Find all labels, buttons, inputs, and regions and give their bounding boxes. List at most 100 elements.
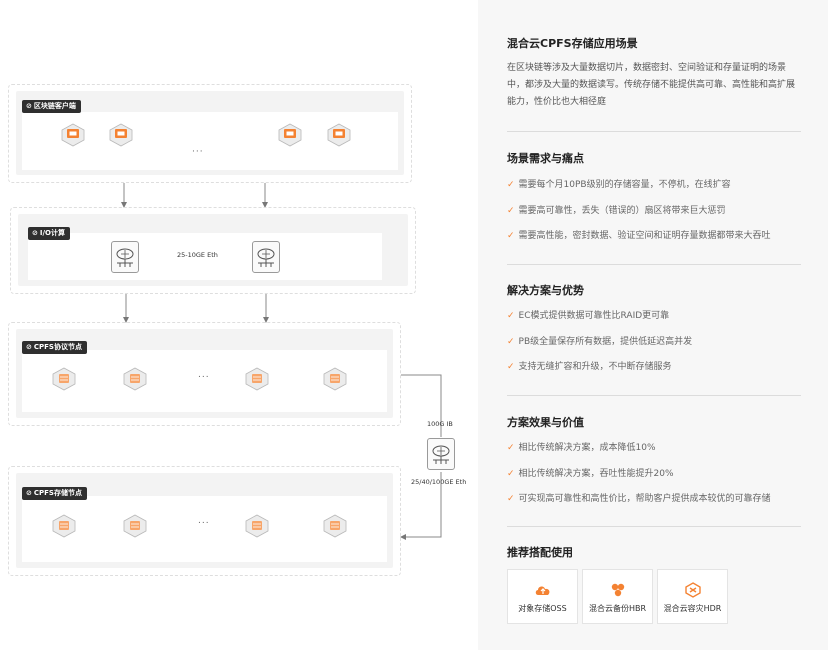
section-pain-points: 场景需求与痛点 bbox=[507, 150, 801, 166]
layer-tag-cpfs-storage: ⊘CPFS存储节点 bbox=[22, 487, 87, 500]
link-label-eth-25-40-100: 25/40/100GE Eth bbox=[411, 478, 467, 486]
list-item: ✓EC模式提供数据可靠性比RAID更可靠 bbox=[507, 308, 669, 321]
list-item-text: EC模式提供数据可靠性比RAID更可靠 bbox=[518, 311, 670, 321]
io-router-node bbox=[111, 241, 139, 273]
layer-cpfs-protocol bbox=[8, 322, 401, 426]
storage-cube-icon bbox=[323, 514, 347, 538]
layer-io-compute bbox=[10, 207, 416, 294]
server-cube-icon bbox=[323, 367, 347, 391]
list-item: ✓PB级全量保存所有数据，提供低延迟高并发 bbox=[507, 334, 692, 347]
list-item-text: 需要每个月10PB级别的存储容量，不停机，在线扩容 bbox=[518, 180, 731, 190]
list-item: ✓需要高性能，密封数据、验证空间和证明存量数据都带来大吞吐 bbox=[507, 228, 771, 241]
list-item: ✓需要每个月10PB级别的存储容量，不停机，在线扩容 bbox=[507, 177, 731, 190]
client-cube-icon bbox=[327, 123, 351, 147]
layer-tag-cpfs-protocol: ⊘CPFS协议节点 bbox=[22, 341, 87, 354]
protocol-node bbox=[51, 366, 77, 392]
list-item: ✓支持无缝扩容和升级，不中断存储服务 bbox=[507, 359, 672, 372]
layer-tag-io-compute: ⊘I/O计算 bbox=[28, 227, 70, 240]
storage-cube-icon bbox=[52, 514, 76, 538]
list-item-text: 可实现高可靠性和高性价比，帮助客户提供成本较优的可靠存储 bbox=[518, 494, 771, 504]
product-card-label: 混合云容灾HDR bbox=[663, 604, 722, 613]
link-icon: ⊘ bbox=[26, 343, 32, 351]
layer-tag-label: CPFS协议节点 bbox=[33, 343, 82, 351]
server-cube-icon bbox=[245, 367, 269, 391]
product-card-hbr[interactable]: 混合云备份HBR bbox=[582, 569, 653, 624]
connection-lines bbox=[121, 183, 442, 540]
check-icon: ✓ bbox=[507, 362, 515, 372]
link-label-eth-25-10: 25-10GE Eth bbox=[177, 251, 218, 259]
section-solution: 解决方案与优势 bbox=[507, 282, 801, 298]
check-icon: ✓ bbox=[507, 231, 515, 241]
disaster-recovery-icon bbox=[685, 582, 701, 598]
client-cube-icon bbox=[61, 123, 85, 147]
client-ellipsis: ··· bbox=[192, 147, 204, 157]
divider bbox=[507, 395, 801, 396]
panel-title: 混合云CPFS存储应用场景 bbox=[507, 35, 801, 51]
link-label-ib-100: 100G IB bbox=[427, 420, 453, 428]
list-item-text: PB级全量保存所有数据，提供低延迟高并发 bbox=[518, 337, 693, 347]
client-node bbox=[326, 122, 352, 148]
scenario-panel: 混合云CPFS存储应用场景 在区块链等涉及大量数据切片，数据密封、空间验证和存量… bbox=[478, 0, 828, 650]
storage-node bbox=[51, 513, 77, 539]
storage-node bbox=[322, 513, 348, 539]
list-item-text: 支持无缝扩容和升级，不中断存储服务 bbox=[518, 362, 672, 372]
section-recommend: 推荐搭配使用 bbox=[507, 544, 801, 560]
check-icon: ✓ bbox=[507, 443, 515, 453]
router-icon bbox=[257, 248, 275, 267]
divider bbox=[507, 131, 801, 132]
router-icon bbox=[432, 445, 450, 464]
protocol-node bbox=[322, 366, 348, 392]
layer-tag-label: CPFS存储节点 bbox=[33, 489, 82, 497]
list-item-text: 相比传统解决方案，成本降低10% bbox=[518, 443, 656, 453]
cloud-icon bbox=[535, 586, 550, 595]
list-item: ✓相比传统解决方案，成本降低10% bbox=[507, 440, 656, 453]
check-icon: ✓ bbox=[507, 180, 515, 190]
list-item-text: 相比传统解决方案，吞吐性能提升20% bbox=[518, 469, 674, 479]
client-node bbox=[60, 122, 86, 148]
section-title: 场景需求与痛点 bbox=[507, 152, 584, 165]
backup-icon bbox=[611, 583, 625, 597]
section-value: 方案效果与价值 bbox=[507, 414, 801, 430]
storage-cube-icon bbox=[123, 514, 147, 538]
io-router-node bbox=[252, 241, 280, 273]
architecture-diagram: ⊘区块链客户端 ··· ⊘I/O计算 25-10GE Eth ⊘CPFS协议节点… bbox=[8, 84, 467, 576]
layer-tag-label: 区块链客户端 bbox=[33, 102, 76, 110]
list-item: ✓相比传统解决方案，吞吐性能提升20% bbox=[507, 466, 674, 479]
link-icon: ⊘ bbox=[26, 489, 32, 497]
product-card-label: 混合云备份HBR bbox=[588, 604, 647, 613]
list-item-text: 需要高可靠性，丢失（错误的）扇区将带来巨大惩罚 bbox=[518, 206, 726, 216]
section-title: 解决方案与优势 bbox=[507, 284, 584, 297]
check-icon: ✓ bbox=[507, 337, 515, 347]
layer-tag-blockchain-client: ⊘区块链客户端 bbox=[22, 100, 81, 113]
client-node bbox=[277, 122, 303, 148]
list-item: ✓可实现高可靠性和高性价比，帮助客户提供成本较优的可靠存储 bbox=[507, 491, 771, 504]
scenario-title: 混合云CPFS存储应用场景 bbox=[507, 37, 638, 50]
router-icon bbox=[116, 248, 134, 267]
layer-io-compute-body bbox=[28, 233, 382, 280]
layer-cpfs-storage bbox=[8, 466, 401, 576]
list-item: ✓需要高可靠性，丢失（错误的）扇区将带来巨大惩罚 bbox=[507, 203, 726, 216]
storage-node bbox=[244, 513, 270, 539]
storage-ellipsis: ... bbox=[198, 516, 210, 526]
protocol-ellipsis: ... bbox=[198, 370, 210, 380]
section-title: 方案效果与价值 bbox=[507, 416, 584, 429]
protocol-node bbox=[244, 366, 270, 392]
product-card-hdr[interactable]: 混合云容灾HDR bbox=[657, 569, 728, 624]
protocol-node bbox=[122, 366, 148, 392]
link-icon: ⊘ bbox=[32, 229, 38, 237]
check-icon: ✓ bbox=[507, 494, 515, 504]
check-icon: ✓ bbox=[507, 311, 515, 321]
layer-tag-label: I/O计算 bbox=[39, 229, 65, 237]
check-icon: ✓ bbox=[507, 206, 515, 216]
ib-switch-node bbox=[427, 438, 455, 470]
divider bbox=[507, 264, 801, 265]
server-cube-icon bbox=[123, 367, 147, 391]
product-card-oss[interactable]: 对象存储OSS bbox=[507, 569, 578, 624]
check-icon: ✓ bbox=[507, 469, 515, 479]
scenario-intro: 在区块链等涉及大量数据切片，数据密封、空间验证和存量证明的场景中，都涉及大量的数… bbox=[507, 63, 796, 107]
link-icon: ⊘ bbox=[26, 102, 32, 110]
product-card-label: 对象存储OSS bbox=[518, 604, 567, 613]
client-cube-icon bbox=[278, 123, 302, 147]
client-node bbox=[108, 122, 134, 148]
layer-blockchain-client bbox=[8, 84, 412, 183]
